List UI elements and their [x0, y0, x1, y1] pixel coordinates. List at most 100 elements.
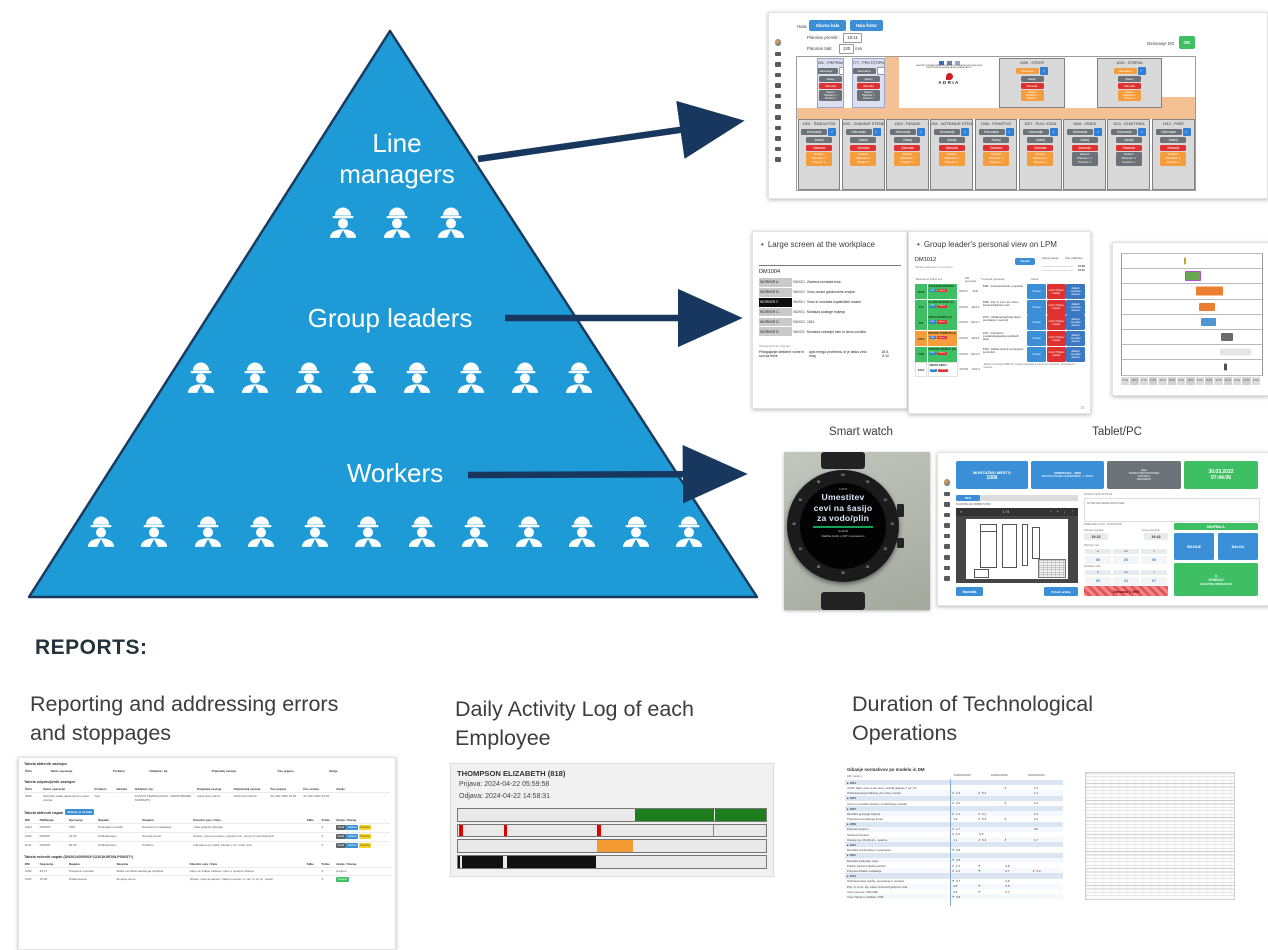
zamuda-button[interactable]: Zamuda — [983, 144, 1010, 152]
watch-button[interactable] — [897, 538, 904, 548]
logout-chip[interactable]: Odjava — [936, 304, 947, 308]
zamuda-button[interactable]: Zamuda — [819, 82, 842, 89]
finish-operation-button[interactable]: # KONČAJ CELOTNO OPERACIJO — [1174, 563, 1258, 596]
delovanje-do-ok-badge[interactable]: OK — [1179, 36, 1195, 49]
sidebar-icon[interactable] — [775, 136, 781, 141]
time-chip[interactable]: ČAS — [929, 368, 937, 372]
finish-worker-operation-button[interactable]: Zaključi operacijo delavca — [1066, 331, 1085, 347]
time-chip[interactable]: ČAS — [928, 289, 936, 293]
status-chip[interactable]: Urejeno — [336, 876, 349, 882]
show-articles-button[interactable]: Prikaži artikle — [1044, 587, 1078, 596]
zastoj-button[interactable]: Zastoj — [805, 136, 832, 144]
watch-button[interactable] — [897, 504, 904, 517]
delovanje-button[interactable]: Delovanje — [1067, 128, 1094, 136]
sidebar-icon[interactable] — [944, 555, 950, 560]
delovanje-checkbox[interactable]: ✓ — [1049, 127, 1058, 136]
pdf-toolbar[interactable]: ≡ 1 / 5 − + ↓ ⋮ — [956, 508, 1078, 516]
report-stoppage-button[interactable]: Uredi / Prijava zastoja — [1046, 346, 1066, 362]
zastoj-button[interactable]: Zastoj — [983, 136, 1010, 144]
sidebar-icon[interactable] — [944, 491, 950, 497]
zamuda-button[interactable]: Zamuda — [857, 82, 880, 89]
sidebar-icon[interactable] — [944, 502, 950, 507]
tab-hala-sotor[interactable]: Hala Šotor — [850, 20, 883, 31]
sidebar-icon[interactable] — [775, 115, 781, 120]
menu-icon[interactable]: ≡ — [960, 510, 963, 514]
delovanje-checkbox[interactable]: ✓ — [1182, 127, 1191, 136]
time-chip[interactable]: ČAS — [928, 351, 936, 356]
report-stoppage-button[interactable]: Uredi / Prijava zastoja — [1046, 299, 1066, 315]
delovanje-checkbox[interactable]: ✓ — [1094, 127, 1103, 136]
transfer-button[interactable]: Prenesi — [1027, 315, 1047, 331]
active-button[interactable]: Aktivna — [346, 825, 359, 830]
sidebar-icon[interactable] — [775, 62, 781, 67]
zamuda-button[interactable]: Zamuda — [1020, 82, 1044, 89]
delovanje-button[interactable]: Delovanje — [1113, 68, 1137, 75]
delovanje-button[interactable]: Delovanje — [934, 128, 961, 136]
zamuda-button[interactable]: Zamuda — [1160, 144, 1187, 152]
delovanje-checkbox[interactable] — [838, 66, 843, 75]
zoom-in-icon[interactable]: + — [1056, 510, 1059, 514]
more-icon[interactable]: ⋮ — [1070, 510, 1075, 514]
time-chip[interactable]: ČAS — [928, 336, 936, 340]
report-stoppage-button[interactable]: Uredi / Prijava zastoja — [1046, 284, 1066, 299]
search-button[interactable]: ISKANJE — [1174, 533, 1214, 560]
zamuda-button[interactable]: Zamuda — [1115, 144, 1142, 152]
instructions-button[interactable]: Navodila — [956, 587, 983, 596]
sidebar-icon[interactable] — [944, 576, 950, 581]
download-icon[interactable]: ↓ — [1063, 510, 1066, 514]
logout-chip[interactable]: Odjava — [936, 336, 947, 340]
sidebar-icon[interactable] — [775, 146, 781, 152]
planned-takt-input[interactable]: 130 — [839, 44, 854, 54]
sidebar-icon[interactable] — [775, 157, 781, 163]
sidebar-icon[interactable] — [775, 51, 781, 57]
active-button[interactable]: Aktivna — [346, 842, 359, 848]
finish-worker-operation-button[interactable]: Zaključi operacijo delavca — [1066, 315, 1085, 331]
zastoj-button[interactable]: Zastoj — [1027, 136, 1054, 144]
logout-chip[interactable]: Odjava — [937, 368, 948, 372]
edit-button[interactable]: Uredi — [336, 833, 346, 839]
delovanje-checkbox[interactable] — [876, 66, 884, 75]
zastoj-button[interactable]: Zastoj — [938, 136, 965, 144]
zastoj-button[interactable]: Zastoj — [819, 75, 842, 82]
logout-chip[interactable]: Odjava — [936, 351, 947, 356]
delovanje-button[interactable]: Delovanje — [1155, 128, 1182, 136]
lunch-button[interactable]: MALICA — [1218, 533, 1258, 560]
edit-button[interactable]: Uredi — [336, 842, 346, 848]
delovanje-checkbox[interactable]: ✓ — [872, 127, 881, 136]
zamuda-button[interactable]: Zamuda — [1071, 144, 1098, 152]
user-avatar-icon[interactable] — [774, 39, 782, 46]
transfer-button[interactable]: Prenesi — [1027, 284, 1047, 299]
delovanje-button[interactable]: Delovanje — [1016, 68, 1039, 75]
logout-chip[interactable]: Odjava — [936, 320, 947, 324]
refresh-button[interactable]: Osveži — [1015, 258, 1035, 265]
zamuda-button[interactable]: Zamuda — [1027, 144, 1054, 152]
edit-button[interactable]: Uredi — [336, 825, 346, 830]
fix-button[interactable]: Popravi — [358, 833, 372, 839]
tab-glavna-hala[interactable]: Glavna hala — [809, 20, 846, 31]
sidebar-icon[interactable] — [775, 93, 781, 99]
zastoj-button[interactable]: Zastoj — [1160, 136, 1187, 144]
sidebar-icon[interactable] — [944, 533, 950, 539]
transfer-button[interactable]: Prenesi — [1027, 331, 1047, 347]
planned-shift-input[interactable]: 19:11 — [843, 33, 862, 43]
zastoj-button[interactable]: Zastoj — [857, 75, 880, 82]
logout-chip[interactable]: Odjava — [936, 289, 947, 293]
zastoj-button[interactable]: Zastoj — [1071, 136, 1098, 144]
delovanje-button[interactable]: Delovanje — [889, 128, 916, 136]
delovanje-button[interactable]: Delovanje — [818, 68, 838, 75]
transfer-button[interactable]: Prenesi — [1027, 346, 1047, 362]
delovanje-button[interactable]: Delovanje — [978, 128, 1005, 136]
sidebar-icon[interactable] — [775, 83, 781, 88]
delovanje-checkbox[interactable]: ✓ — [1137, 66, 1146, 75]
